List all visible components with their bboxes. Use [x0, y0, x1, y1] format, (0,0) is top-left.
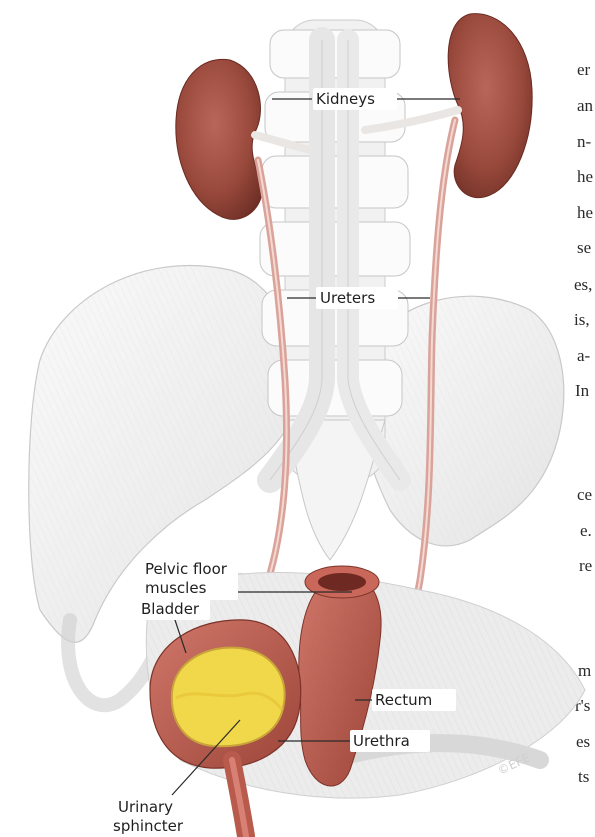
- label-pelvic-floor-line2: muscles: [145, 579, 207, 597]
- label-sphincter-line2: sphincter: [113, 817, 184, 835]
- label-kidneys: Kidneys: [316, 90, 375, 108]
- label-pelvic-floor-line1: Pelvic floor: [145, 560, 228, 578]
- label-urethra: Urethra: [353, 732, 410, 750]
- label-sphincter-line1: Urinary: [118, 798, 173, 816]
- label-bladder: Bladder: [141, 600, 200, 618]
- label-ureters: Ureters: [320, 289, 375, 307]
- label-rectum: Rectum: [375, 691, 432, 709]
